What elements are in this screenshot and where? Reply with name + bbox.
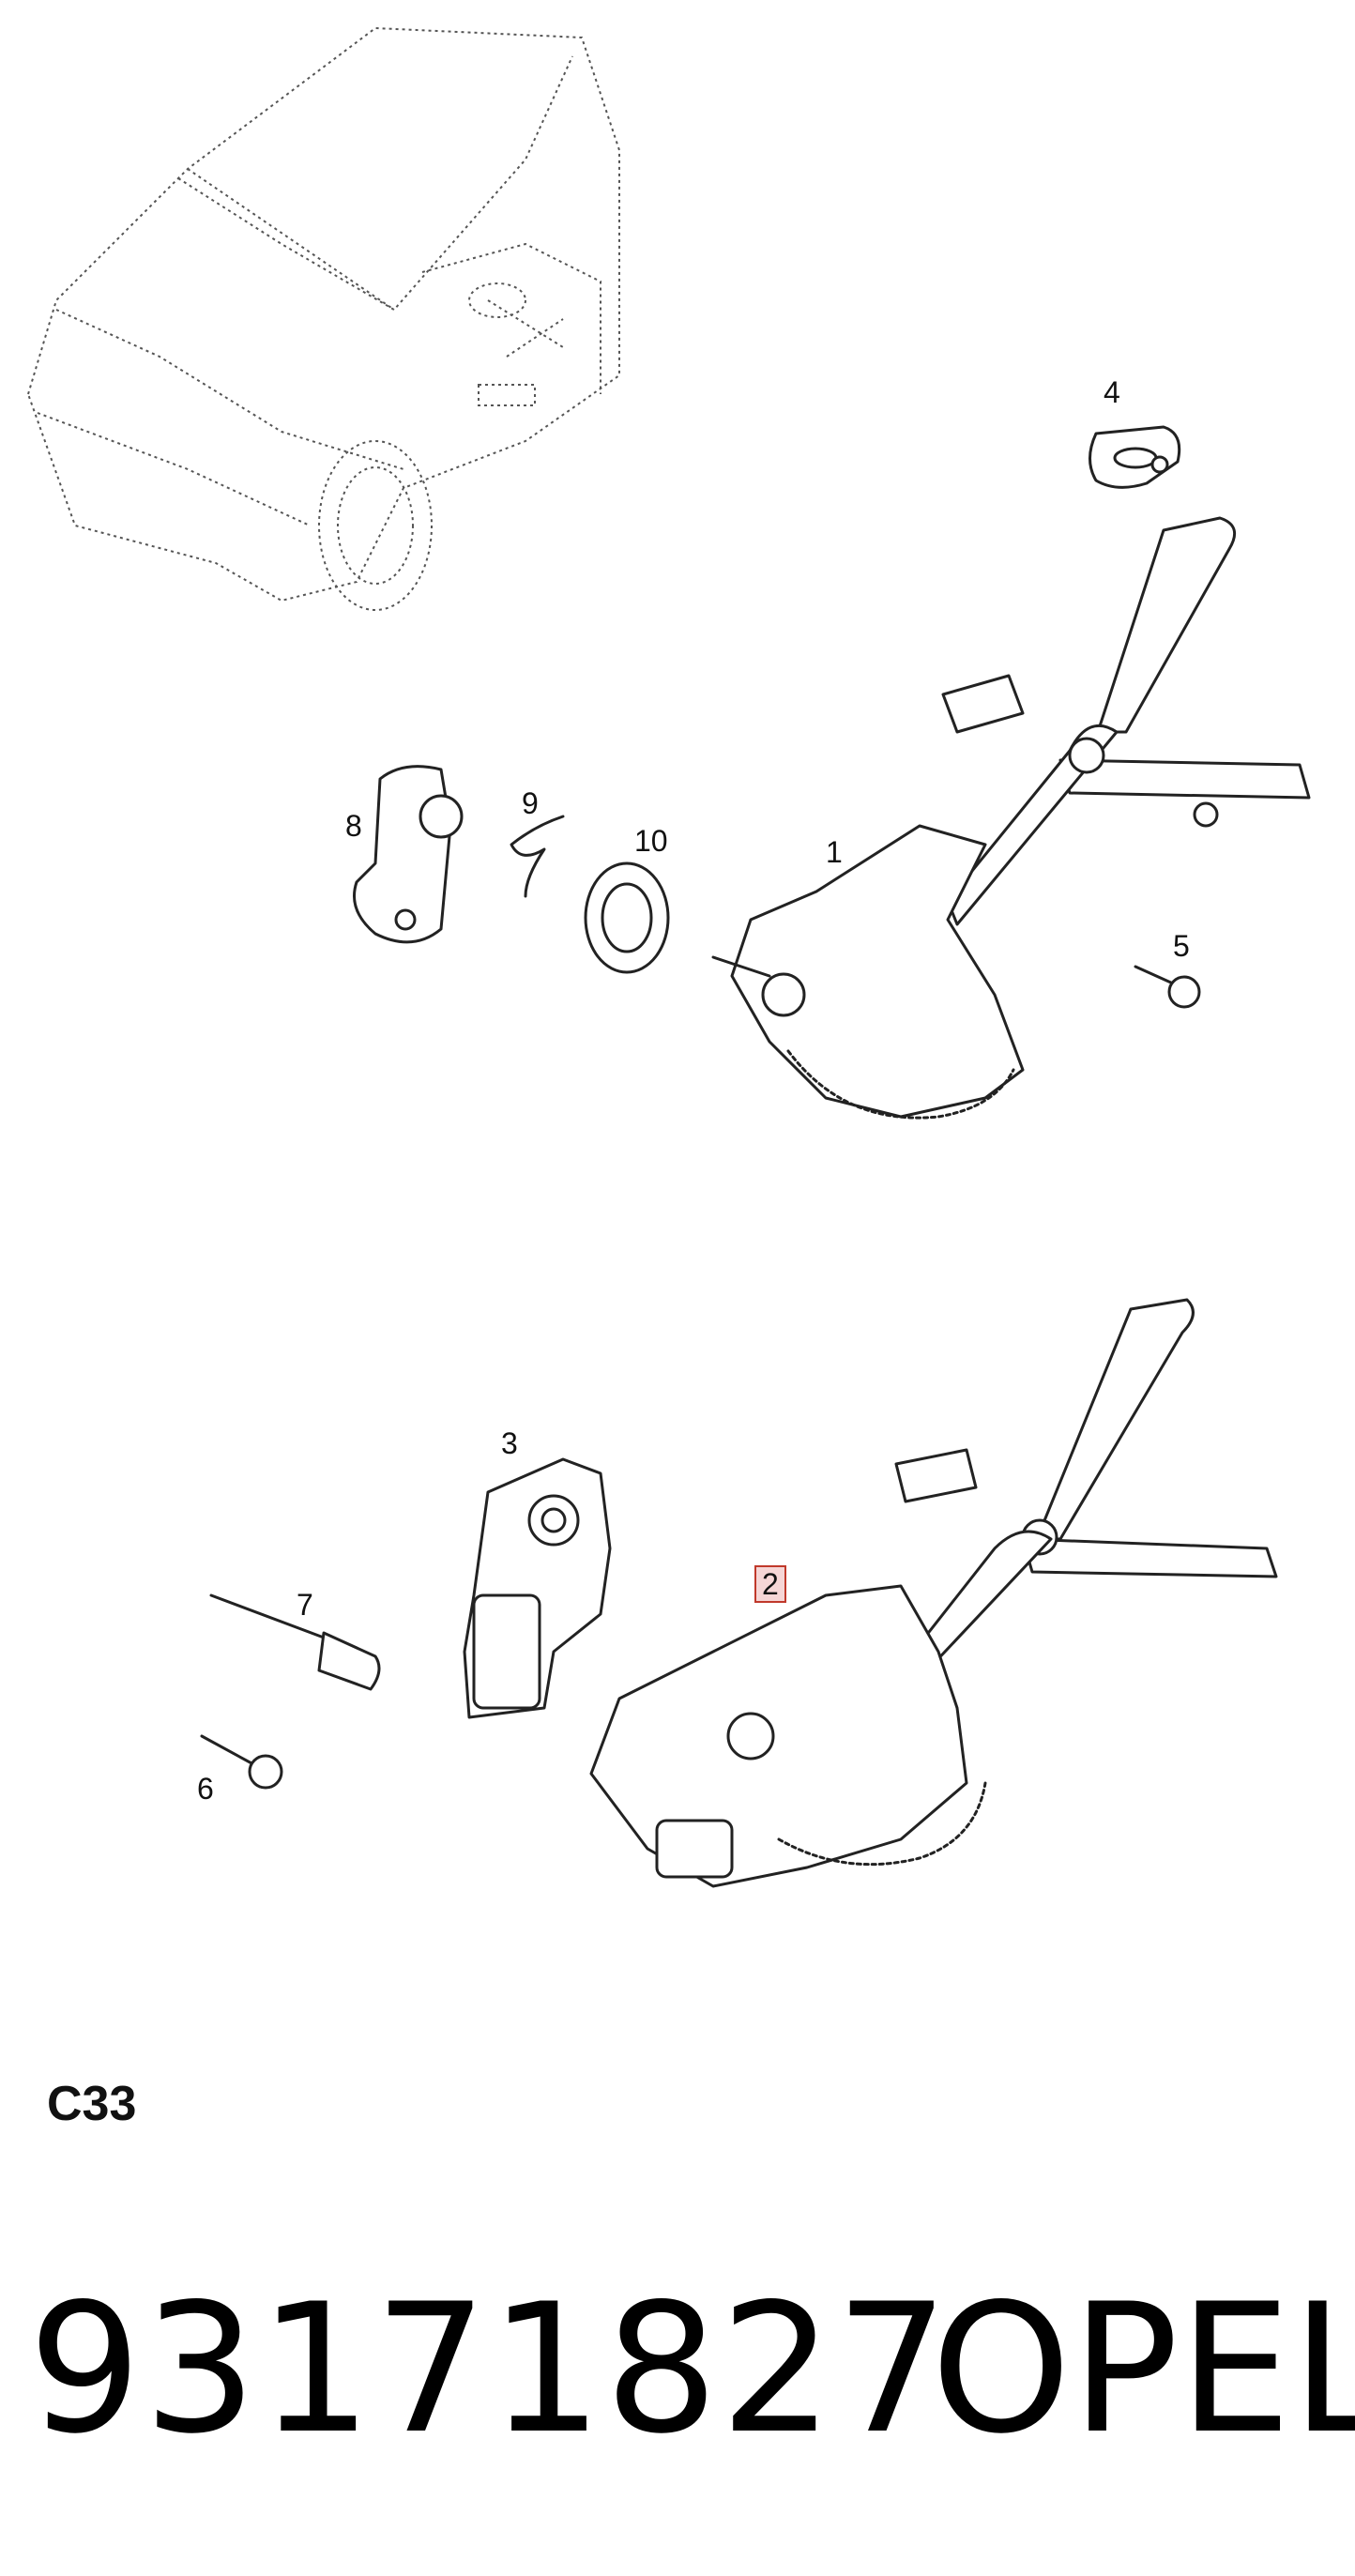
part-number: 93171827 bbox=[28, 2265, 952, 2473]
part-9-spring-clip bbox=[510, 815, 565, 898]
callout-10: 10 bbox=[634, 824, 668, 858]
callout-2: 2 bbox=[754, 1565, 786, 1603]
part-1-window-regulator bbox=[711, 516, 1311, 1120]
part-4-clip bbox=[1089, 425, 1181, 489]
callout-9: 9 bbox=[522, 786, 539, 820]
callout-3: 3 bbox=[501, 1426, 518, 1460]
brand-name: OPEL bbox=[931, 2265, 1355, 2473]
part-2-regulator-with-motor bbox=[589, 1298, 1278, 1888]
part-7-rivet bbox=[209, 1593, 381, 1691]
callout-4: 4 bbox=[1104, 375, 1120, 409]
callout-7: 7 bbox=[297, 1588, 313, 1622]
part-6-screw bbox=[200, 1734, 283, 1790]
part-8-drum bbox=[353, 765, 464, 944]
callout-8: 8 bbox=[345, 809, 362, 843]
car-illustration bbox=[26, 26, 620, 611]
callout-5: 5 bbox=[1173, 929, 1190, 963]
part-10-seal-ring bbox=[584, 861, 670, 974]
callout-6: 6 bbox=[197, 1772, 214, 1806]
callout-1: 1 bbox=[826, 835, 843, 869]
section-code: C33 bbox=[47, 2077, 137, 2131]
part-5-bolt bbox=[1134, 965, 1201, 1009]
part-3-motor bbox=[463, 1457, 612, 1719]
